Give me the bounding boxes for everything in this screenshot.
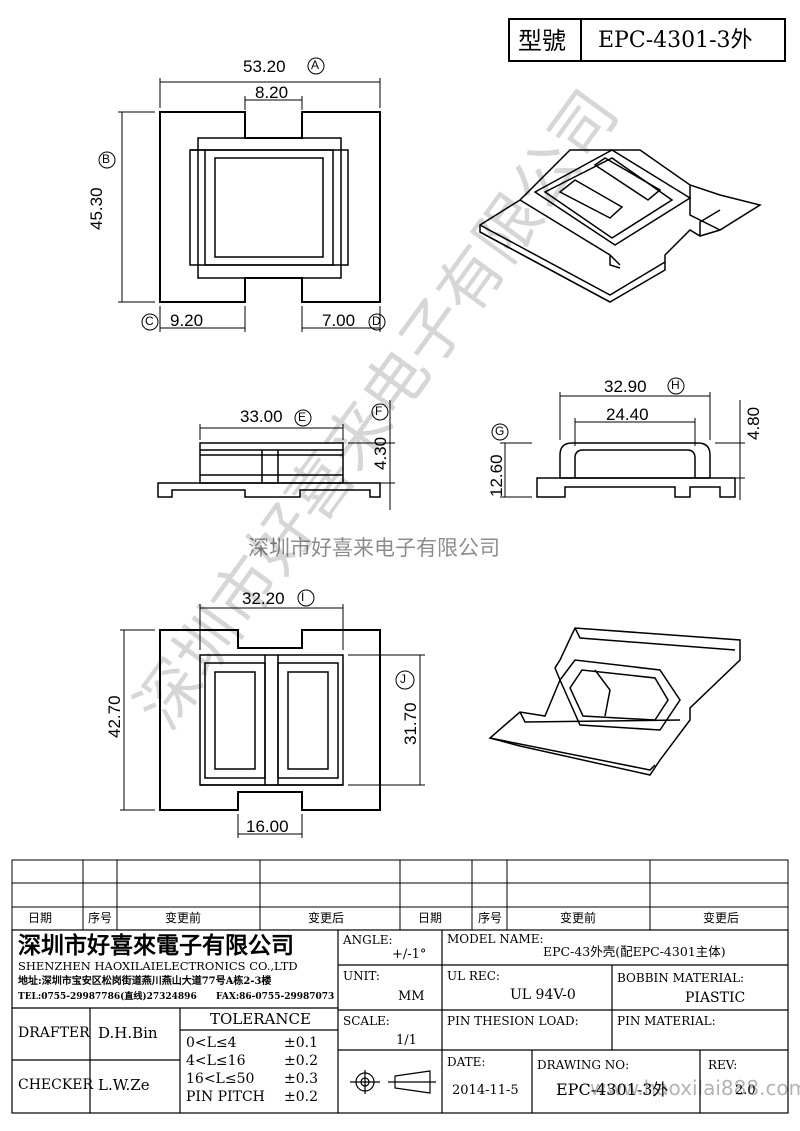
dim-front-width: 33.00 bbox=[240, 407, 283, 426]
model-title-box: 型號 EPC-4301-3外 bbox=[508, 18, 786, 62]
tag-h: H bbox=[671, 378, 680, 392]
tolerance-range-2: 4<L≤16 bbox=[186, 1053, 246, 1069]
tolerance-range-3: 16<L≤50 bbox=[186, 1071, 255, 1087]
side-view-part bbox=[536, 442, 736, 498]
model-label: 型號 bbox=[518, 27, 566, 55]
dim-side-height: 4.80 bbox=[744, 406, 763, 440]
dim-top-center: 8.20 bbox=[255, 83, 289, 102]
dim-front-height: 4.30 bbox=[371, 436, 390, 470]
tolerance-value-4: ±0.2 bbox=[284, 1089, 318, 1105]
tolerance-value-1: ±0.1 bbox=[284, 1035, 318, 1051]
company-fax: FAX:86-0755-29987073 bbox=[216, 992, 335, 1002]
drawing-no-label: DRAWING NO: bbox=[537, 1058, 630, 1072]
dim-bottom-inner: 31.70 bbox=[401, 702, 420, 745]
rev-header-after-2: 变更后 bbox=[703, 911, 740, 925]
bobbin-material-label: BOBBIN MATERIAL: bbox=[617, 971, 745, 985]
rev-header-date-2: 日期 bbox=[418, 911, 443, 925]
tolerance-value-3: ±0.3 bbox=[284, 1071, 318, 1087]
ul-rec-value: UL 94V-0 bbox=[510, 987, 576, 1003]
tag-c: C bbox=[145, 314, 154, 328]
checker-name: L.W.Ze bbox=[98, 1076, 150, 1094]
date-value: 2014-11-5 bbox=[452, 1083, 519, 1098]
tag-b: B bbox=[102, 152, 111, 166]
side-view-dimensions bbox=[491, 377, 745, 500]
unit-value: MM bbox=[398, 989, 425, 1004]
tolerance-value-2: ±0.2 bbox=[284, 1053, 318, 1069]
rev-header-before-2: 变更前 bbox=[560, 911, 597, 925]
top-view-dimensions bbox=[98, 57, 386, 332]
scale-label: SCALE: bbox=[343, 1014, 390, 1028]
tolerance-label: TOLERANCE bbox=[210, 1010, 311, 1028]
ul-rec-label: UL REC: bbox=[447, 969, 500, 983]
tag-e: E bbox=[298, 410, 307, 424]
angle-value: +/-1° bbox=[392, 947, 427, 962]
rev-header-after-1: 变更后 bbox=[308, 911, 345, 925]
tag-i: I bbox=[301, 590, 305, 604]
bobbin-material-value: PIASTIC bbox=[685, 990, 746, 1006]
pin-material-label: PIN MATERIAL: bbox=[617, 1014, 716, 1028]
date-label: DATE: bbox=[447, 1055, 486, 1069]
dim-left-leg: 9.20 bbox=[170, 311, 204, 330]
rev-header-before-1: 变更前 bbox=[165, 911, 202, 925]
dim-side-total: 12.60 bbox=[487, 454, 506, 497]
tag-g: G bbox=[495, 424, 505, 438]
angle-label: ANGLE: bbox=[343, 933, 393, 947]
rev-label: REV: bbox=[708, 1058, 738, 1072]
checker-label: CHECKER bbox=[18, 1077, 94, 1093]
company-name-en: SHENZHEN HAOXILAIELECTRONICS CO.,LTD bbox=[18, 959, 298, 973]
rev-header-no-2: 序号 bbox=[478, 911, 503, 925]
dim-right-leg: 7.00 bbox=[322, 311, 356, 330]
bottom-view-dimensions bbox=[120, 589, 425, 838]
tolerance-range-4: PIN PITCH bbox=[186, 1089, 265, 1105]
tag-f: F bbox=[375, 404, 383, 418]
model-name-label: MODEL NAME: bbox=[447, 932, 544, 946]
dim-bottom-height: 42.70 bbox=[105, 695, 124, 738]
tag-d: D bbox=[372, 314, 381, 328]
rev-header-date-1: 日期 bbox=[28, 911, 53, 925]
bottom-view-part bbox=[159, 629, 381, 811]
isometric-top-part bbox=[479, 149, 762, 303]
dim-top-height: 45.30 bbox=[87, 187, 106, 230]
watermark-url: www.haoxilai888.com bbox=[590, 1076, 800, 1100]
front-view-part bbox=[157, 442, 381, 498]
dim-top-width: 53.20 bbox=[243, 57, 286, 76]
rev-value: 2.0 bbox=[735, 1083, 756, 1098]
top-view-part bbox=[159, 111, 381, 303]
dim-side-width: 32.90 bbox=[604, 377, 647, 396]
model-name-value: EPC-43外壳(配EPC-4301主体) bbox=[543, 944, 726, 959]
tag-a: A bbox=[311, 58, 320, 72]
rev-header-no-1: 序号 bbox=[88, 911, 113, 925]
dim-side-inner: 24.40 bbox=[606, 405, 649, 424]
dim-bottom-width: 32.20 bbox=[242, 589, 285, 608]
front-view-dimensions bbox=[199, 400, 395, 510]
drawing-no-value: EPC-4301-3外 bbox=[556, 1080, 669, 1099]
title-block-grid bbox=[11, 929, 789, 1114]
pin-tension-label: PIN THESION LOAD: bbox=[447, 1014, 579, 1028]
drafter-name: D.H.Bin bbox=[98, 1024, 158, 1042]
company-address: 地址:深圳市宝安区松岗街道燕川燕山大道77号A栋2-3楼 bbox=[18, 976, 272, 987]
revision-table-grid bbox=[11, 859, 789, 931]
isometric-bottom-part bbox=[488, 627, 741, 776]
company-name-cn: 深圳市好喜來電子有限公司 bbox=[18, 932, 294, 959]
tag-j: J bbox=[400, 672, 406, 686]
dim-bottom-leg: 16.00 bbox=[246, 817, 289, 836]
unit-label: UNIT: bbox=[343, 969, 380, 983]
company-tel: TEL:0755-29987786(直线)27324896 bbox=[18, 992, 197, 1002]
drafter-label: DRAFTER bbox=[18, 1025, 90, 1041]
scale-value: 1/1 bbox=[396, 1033, 417, 1048]
watermark-center: 深圳市好喜来电子有限公司 bbox=[248, 536, 500, 560]
tolerance-range-1: 0<L≤4 bbox=[186, 1035, 237, 1051]
model-value: EPC-4301-3外 bbox=[598, 28, 753, 53]
